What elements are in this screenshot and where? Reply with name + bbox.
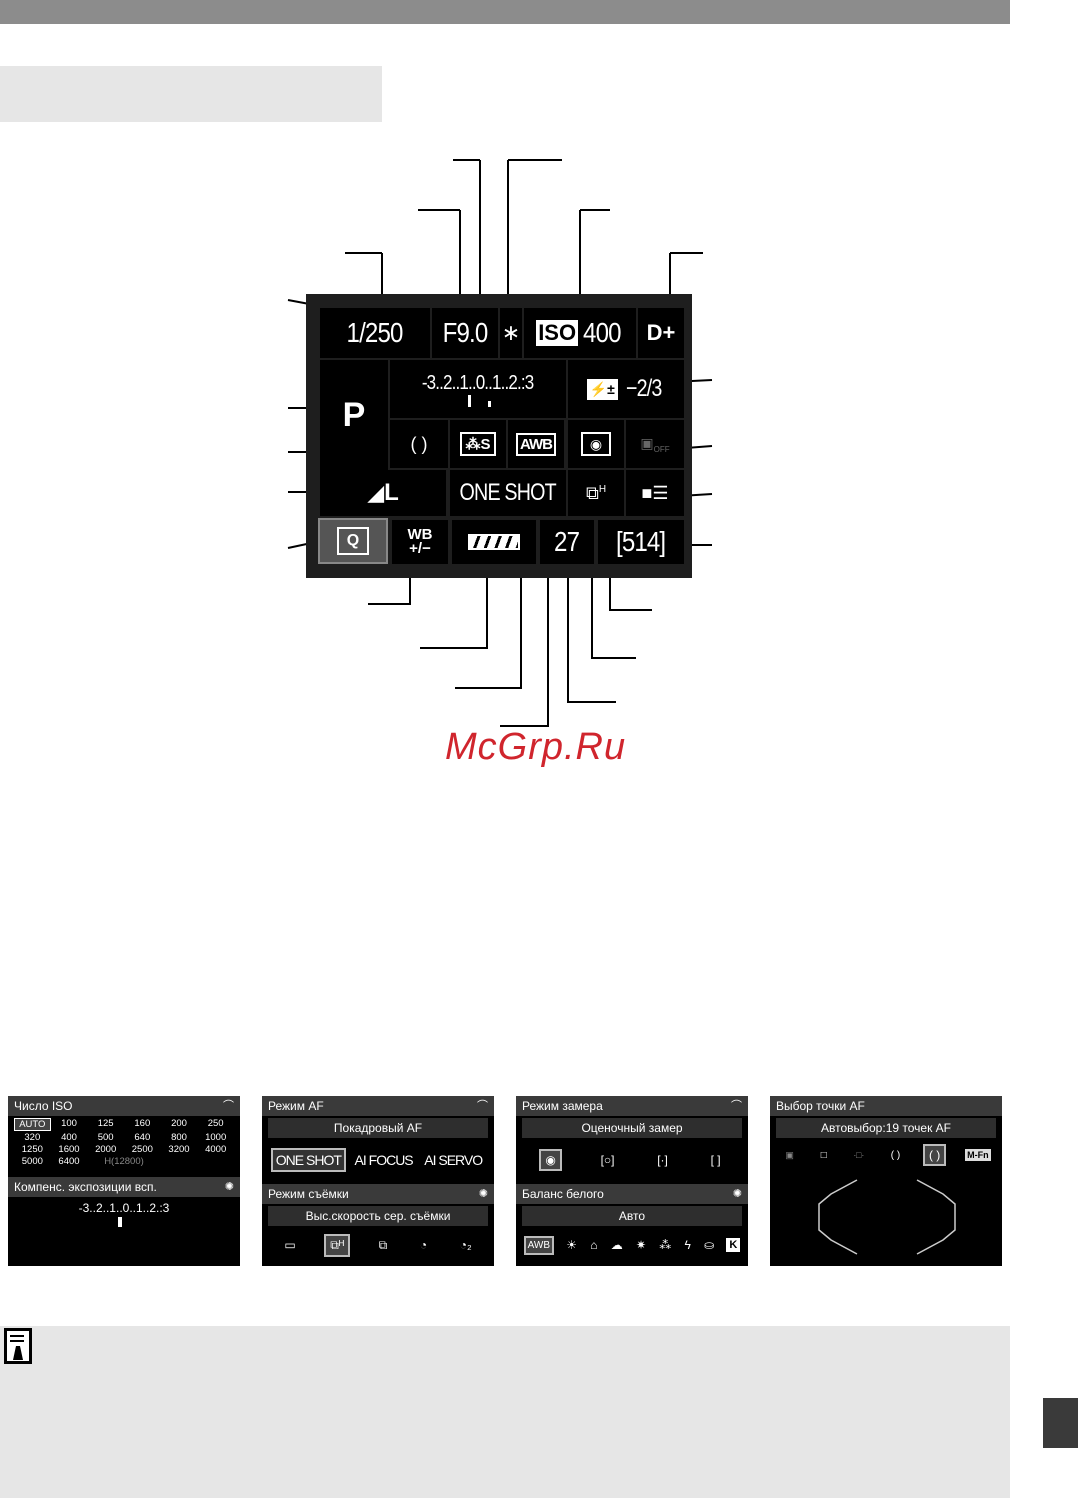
current-af-point-mode: Автовыбор:19 точек AF (776, 1118, 996, 1138)
white-balance-title: Баланс белого✺ (516, 1184, 748, 1204)
shooting-mode: P (320, 360, 388, 470)
iso-icon: ISO (536, 320, 579, 346)
metering-options: ◉ [○] [·] [ ] (516, 1140, 748, 1180)
battery-level (452, 520, 536, 564)
current-metering-mode: Оценочный замер (522, 1118, 742, 1138)
battery-icon (468, 534, 520, 550)
iso-value-grid[interactable]: AUTO 100 125 160 200 250 320 400 500 640… (8, 1116, 240, 1169)
continuous-shooting-high-icon: ⧉H (585, 482, 607, 503)
flash-icon[interactable]: ϟ (684, 1238, 691, 1252)
af-option-ai-servo[interactable]: AI SERVO (424, 1152, 483, 1168)
flash-exposure-compensation[interactable]: ⚡± −2/3 (568, 360, 684, 418)
gear-icon: ✺ (224, 1181, 234, 1193)
flash-comp-icon: ⚡± (586, 378, 618, 400)
af-option-one-shot[interactable]: ONE SHOT (270, 1148, 346, 1172)
watermark: McGrp.Ru (445, 726, 627, 768)
white-balance-options: AWB ☀ ⌂ ☁ ✷ ⁂ ϟ ⛀ K (516, 1228, 748, 1262)
gear-icon: ✺ (478, 1188, 488, 1200)
single-shot-icon[interactable]: ▭ (284, 1238, 296, 1252)
page-header-bar (0, 0, 1010, 24)
iso-settings-screen: Число ISO⌒ AUTO 100 125 160 200 250 320 … (8, 1096, 240, 1266)
af-mode-screen: Режим AF⌒ Покадровый AF ONE SHOT AI FOCU… (262, 1096, 494, 1266)
tungsten-icon[interactable]: ✷ (635, 1238, 647, 1252)
picture-style-icon: ⁂S (460, 432, 496, 456)
section-heading-tab (0, 66, 382, 122)
current-white-balance: Авто (522, 1206, 742, 1226)
white-balance[interactable]: AWB (508, 420, 564, 468)
aperture-value[interactable]: F9.0 (432, 308, 498, 358)
drive-mode-title: Режим съёмки✺ (262, 1184, 494, 1204)
af-operation[interactable]: ONE SHOT (450, 470, 566, 516)
screen-title: Выбор точки AF (770, 1096, 1002, 1116)
af-point-selection[interactable]: ( ) (390, 420, 448, 468)
highlight-tone-priority: D+ (638, 308, 684, 358)
evaluative-metering-icon[interactable]: ◉ (539, 1149, 562, 1171)
metering-mode[interactable]: ◉ (568, 420, 624, 468)
daylight-icon[interactable]: ☀ (566, 1238, 578, 1252)
screen-title: Режим AF⌒ (262, 1096, 494, 1116)
chapter-tab (1043, 1398, 1078, 1448)
quality-fine-icon: ◢ (367, 480, 385, 505)
af-mode-options: ONE SHOT AI FOCUS AI SERVO (262, 1140, 494, 1180)
af-option-ai-focus[interactable]: AI FOCUS (354, 1152, 414, 1168)
single-point-af-icon[interactable]: □ (820, 1149, 827, 1161)
drive-mode[interactable]: ⧉H (568, 470, 624, 516)
custom-controls[interactable]: ■☰ (626, 470, 684, 516)
af-area-frame (815, 1178, 959, 1256)
exposure-level-marker (428, 394, 528, 407)
drive-mode-options: ▭ ⧉ᴴ ⧉ ◔ ◔₂ (262, 1228, 494, 1262)
quick-control-screen: 1/250 F9.0 ∗ ISO 400 D+ P -3..2..1..0..1… (306, 294, 692, 578)
mfn-button[interactable]: M-Fn (965, 1149, 991, 1161)
dial-icon: ⌒ (477, 1100, 488, 1112)
fluorescent-icon[interactable]: ⁂ (659, 1238, 672, 1252)
custom-wb-icon[interactable]: ⛀ (704, 1238, 715, 1252)
screen-title: Число ISO⌒ (8, 1096, 240, 1116)
flash-comp-scale[interactable]: -3..2..1..0..1..2.:3 (8, 1201, 240, 1227)
dial-icon: ⌒ (731, 1100, 742, 1112)
large-zone-af-icon[interactable]: ( ) (890, 1149, 901, 1161)
center-weighted-metering-icon[interactable]: [ ] (710, 1153, 721, 1167)
spot-metering-icon[interactable]: [·] (657, 1153, 668, 1167)
continuous-high-icon[interactable]: ⧉ᴴ (324, 1233, 351, 1257)
ae-lock-indicator: ∗ (500, 308, 522, 358)
metering-screen: Режим замера⌒ Оценочный замер ◉ [○] [·] … (516, 1096, 748, 1266)
image-quality[interactable]: ◢ L (320, 470, 446, 516)
wb-correction[interactable]: WB +/− (392, 520, 448, 564)
note-box (0, 1326, 1010, 1498)
quick-control-button[interactable]: Q (318, 518, 388, 564)
continuous-low-icon[interactable]: ⧉ (378, 1237, 388, 1252)
shutter-speed[interactable]: 1/250 (320, 308, 430, 358)
af-point-screen: Выбор точки AF Автовыбор:19 точек AF ▣ □… (770, 1096, 1002, 1266)
awb-icon[interactable]: AWB (523, 1235, 555, 1255)
shade-icon[interactable]: ⌂ (590, 1238, 598, 1252)
flash-comp-title: Компенс. экспозиции всп.✺ (8, 1177, 240, 1197)
lighting-optimizer-off-icon: ▣OFF (640, 434, 670, 454)
picture-style[interactable]: ⁂S (450, 420, 506, 468)
note-icon (4, 1328, 32, 1364)
exposure-level-scale[interactable]: -3..2..1..0..1..2.:3 (390, 360, 566, 418)
auto-select-af-icon[interactable]: ( ) (922, 1144, 947, 1166)
zone-af-icon[interactable]: ∙□∙ (853, 1150, 864, 1160)
self-timer-2s-icon[interactable]: ◔₂ (459, 1238, 472, 1252)
partial-metering-icon[interactable]: [○] (600, 1153, 615, 1167)
auto-lighting-optimizer[interactable]: ▣OFF (626, 420, 684, 468)
self-timer-icon[interactable]: ◔ (419, 1238, 428, 1252)
screen-title: Режим замера⌒ (516, 1096, 748, 1116)
cloudy-icon[interactable]: ☁ (610, 1238, 623, 1252)
max-burst: 27 (540, 520, 594, 564)
dial-icon: ⌒ (223, 1100, 234, 1112)
current-af-mode: Покадровый AF (268, 1118, 488, 1138)
evaluative-metering-icon: ◉ (581, 432, 611, 456)
gear-icon: ✺ (732, 1188, 742, 1200)
shots-remaining: [514] (598, 520, 684, 564)
iso-setting[interactable]: ISO 400 (524, 308, 636, 358)
af-point-options: ▣ □ ∙□∙ ( ) ( ) M-Fn (770, 1140, 1002, 1170)
kelvin-icon[interactable]: K (726, 1238, 741, 1252)
camera-settings-icon: ■☰ (641, 482, 669, 503)
spot-af-icon[interactable]: ▣ (785, 1149, 794, 1160)
current-drive-mode: Выс.скорость сер. съёмки (268, 1206, 488, 1226)
